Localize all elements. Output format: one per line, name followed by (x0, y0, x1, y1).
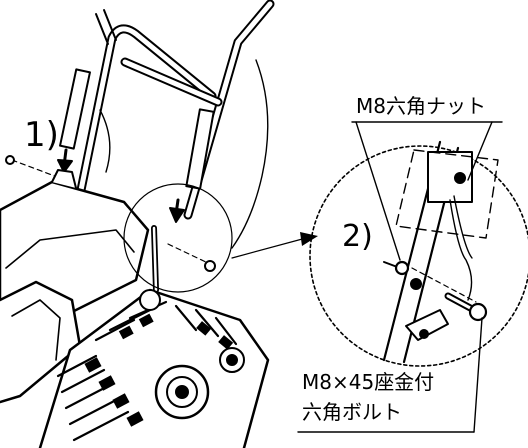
label-leaders (297, 121, 503, 433)
label-m8-bolt-line1: M8×45座金付 (302, 370, 435, 394)
detail-pointer-arrow (231, 237, 307, 259)
step-1-label: 1) (24, 115, 59, 155)
step-2-label: 2) (342, 219, 373, 254)
label-m8-bolt-line2: 六角ボルト (302, 400, 402, 424)
detail-circle (309, 145, 528, 367)
detail-parts (382, 140, 499, 364)
detail-source-circle (123, 183, 233, 293)
step-1-arrows (5, 148, 216, 272)
tiller-body (0, 169, 159, 404)
handle-bar (59, 0, 275, 249)
crawler-track (38, 288, 270, 448)
label-m8-hex-nut: M8六角ナット (356, 94, 486, 118)
